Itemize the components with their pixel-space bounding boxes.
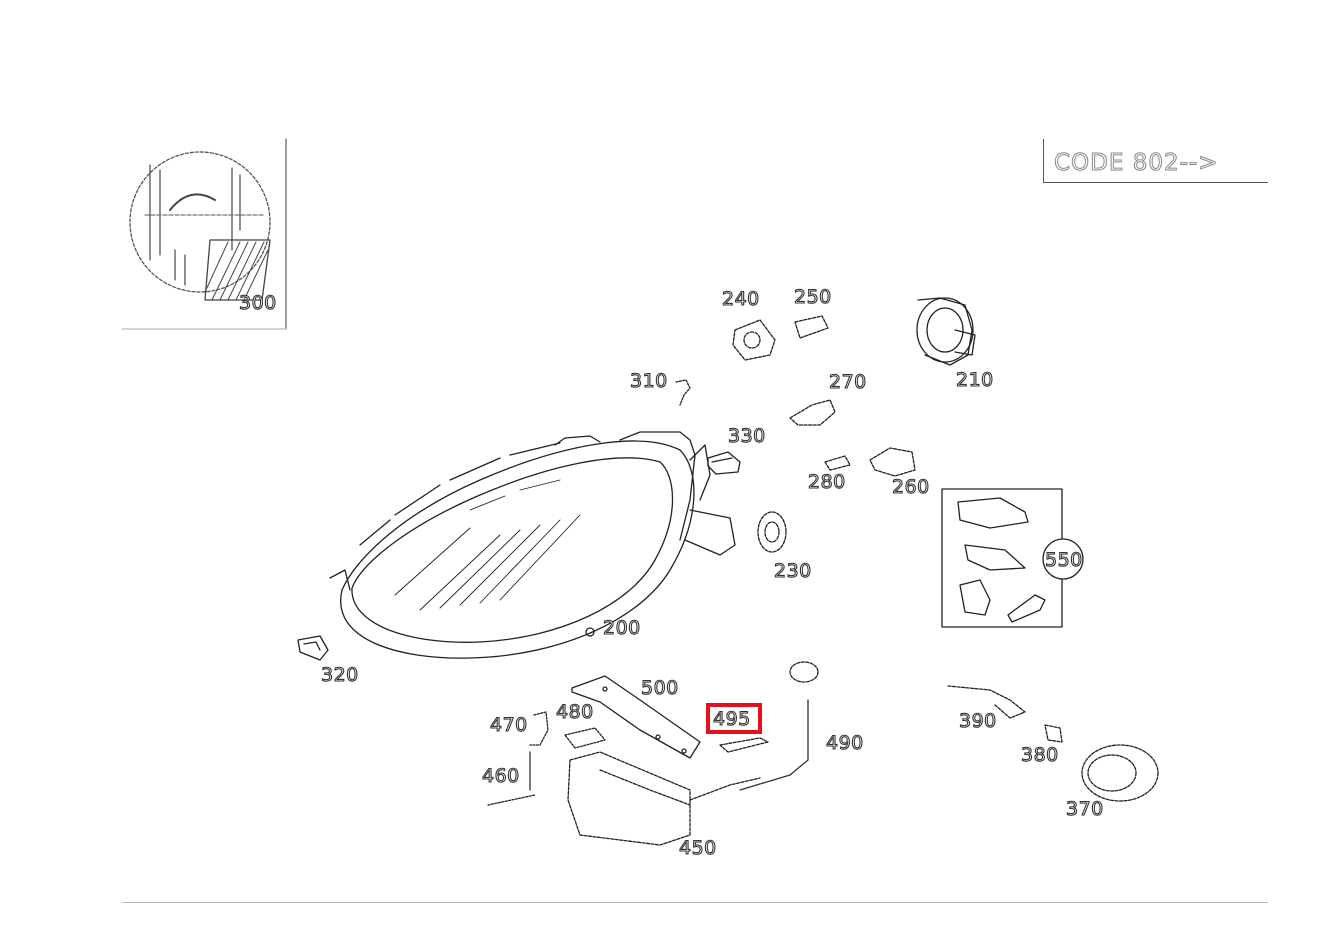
clip-480 [564, 727, 606, 749]
bulb-250 [794, 315, 829, 339]
lens-390 [947, 685, 1026, 719]
callout-240: 240 [721, 288, 760, 310]
callout-200: 200 [602, 617, 641, 639]
callout-280: 280 [807, 471, 846, 493]
footer-rule [122, 902, 1268, 903]
bulb-270 [789, 399, 836, 426]
bulb-280 [824, 455, 851, 471]
code-label: CODE 802--> [1054, 150, 1219, 177]
callout-450: 450 [678, 837, 717, 859]
screw-470 [529, 711, 549, 746]
retaining-ring-210 [916, 297, 976, 366]
callout-480: 480 [555, 701, 594, 723]
callout-310: 310 [629, 370, 668, 392]
callout-260: 260 [891, 476, 930, 498]
highlighted-part-box[interactable] [706, 703, 762, 734]
callout-490: 490 [825, 732, 864, 754]
code-box [1043, 139, 1268, 183]
bracket-320 [297, 635, 329, 661]
callout-320: 320 [320, 664, 359, 686]
screw-310 [675, 379, 691, 406]
connector-330 [707, 451, 741, 475]
cover-370 [1081, 744, 1159, 802]
washer-490 [789, 661, 819, 683]
callout-460: 460 [481, 765, 520, 787]
callout-210: 210 [955, 369, 994, 391]
cap-230 [757, 511, 787, 553]
repair-kit-550 [941, 488, 1084, 628]
bracket-500 [571, 675, 701, 759]
callout-330: 330 [727, 425, 766, 447]
ballast-module-450 [567, 751, 761, 846]
callout-370: 370 [1065, 798, 1104, 820]
callout-390: 390 [958, 710, 997, 732]
callout-500: 500 [640, 677, 679, 699]
callout-495[interactable]: 495 [712, 708, 751, 730]
callout-230: 230 [773, 560, 812, 582]
callout-380: 380 [1020, 744, 1059, 766]
clip-380 [1044, 724, 1063, 743]
screw-460 [487, 794, 536, 806]
bulb-socket-240 [732, 319, 776, 361]
callout-550: 550 [1044, 549, 1083, 571]
callout-470: 470 [489, 714, 528, 736]
callout-250: 250 [793, 286, 832, 308]
cable-495 [719, 737, 769, 753]
headlamp-housing-200 [329, 431, 736, 659]
callout-300: 300 [238, 292, 277, 314]
inset-detail-300 [121, 138, 287, 330]
callout-270: 270 [828, 371, 867, 393]
bulb-socket-260 [869, 447, 916, 477]
